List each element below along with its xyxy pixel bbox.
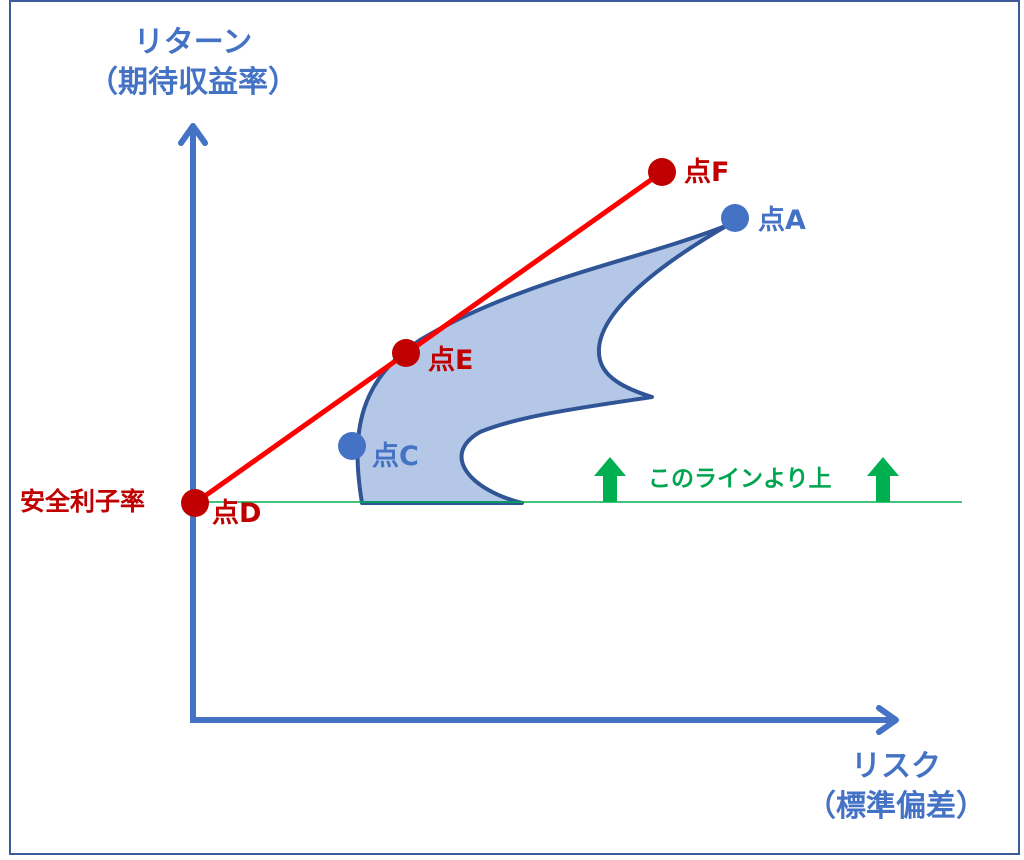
point-c-marker <box>338 432 366 460</box>
point-f-marker <box>648 158 676 186</box>
x-axis-title-line1: リスク <box>851 749 941 784</box>
point-a-label: 点A <box>758 205 806 236</box>
point-c-label: 点C <box>372 441 419 472</box>
point-a-marker <box>721 204 749 232</box>
risk-free-rate-label: 安全利子率 <box>20 487 146 516</box>
up-arrow-icon-right <box>867 457 899 502</box>
feasible-region <box>355 223 730 505</box>
above-line-annotation: このラインより上 <box>648 466 832 492</box>
y-axis-title-line1: リターン <box>133 25 253 60</box>
y-axis-arrowhead-icon <box>178 123 208 146</box>
x-axis-title: リスク （標準偏差） <box>796 752 996 822</box>
y-axis-title: リターン （期待収益率） <box>88 28 298 98</box>
point-f-label: 点F <box>684 157 730 188</box>
capital-market-line <box>193 169 664 506</box>
diagram-frame <box>9 0 1020 855</box>
x-axis-title-line2: （標準偏差） <box>806 789 986 824</box>
up-arrow-icon-left <box>594 457 626 502</box>
x-axis-arrowhead-icon <box>876 705 899 735</box>
y-axis-title-line2: （期待収益率） <box>88 65 298 100</box>
point-e-label: 点E <box>428 345 474 376</box>
point-e-marker <box>392 339 420 367</box>
point-d-marker <box>181 489 209 517</box>
point-d-label: 点D <box>212 498 262 529</box>
